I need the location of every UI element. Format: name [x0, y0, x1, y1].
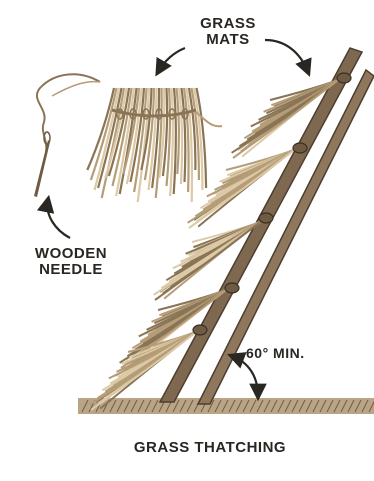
caption: GRASS THATCHING [110, 440, 310, 456]
arrow-grass-mats-right [265, 40, 308, 72]
wooden-needle [34, 74, 100, 197]
loose-grass-mat [87, 88, 222, 202]
arc-angle [232, 356, 258, 396]
grass-mats-label: GRASS MATS [188, 16, 268, 48]
arrow-grass-mats-left [158, 48, 185, 72]
arrow-wooden-needle [47, 200, 70, 238]
ground [78, 398, 374, 414]
wooden-needle-label: WOODEN NEEDLE [26, 246, 116, 278]
angle-label: 60° MIN. [246, 346, 336, 361]
